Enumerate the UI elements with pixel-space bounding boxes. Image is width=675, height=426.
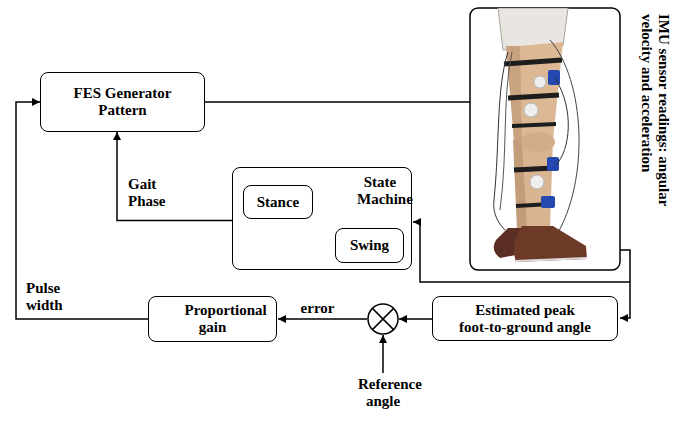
input-label: Reference angle [358,376,408,410]
box-text: FES Generator Pattern [74,85,172,119]
flow-arrow [313,205,345,228]
wire [555,78,568,165]
edge-label: Pulse width [26,280,63,314]
imu-sensor [541,196,555,208]
box-text: Swing [349,237,390,254]
error-line [278,318,367,320]
electrode [530,175,544,189]
box-text: Estimated peak foot-to-ground angle [459,302,591,336]
leg-photo [494,8,587,262]
summing-cross [372,308,393,329]
electrode [534,76,546,88]
box-text: Proportional gain [185,302,241,336]
sensor-line [620,250,630,318]
flow-arrow [117,132,232,221]
stimulation-line [205,101,470,103]
state-machine-box: State MachineStanceSwing [232,167,412,270]
strap [512,124,556,126]
box-heading: State Machine [357,174,403,208]
summing-cross [372,308,393,329]
strap [508,95,559,98]
knee [521,132,555,152]
pattern-generator-box: FES Generator Pattern [40,72,205,132]
flow-arrow [16,102,148,319]
signal-label: error [300,300,335,317]
feedback-line [399,318,432,320]
sensor-label: IMU sensor readings: angular velocity an… [638,14,672,207]
electrode [524,103,538,117]
state-box: Stance [243,185,313,219]
gain-box: Proportional gain [148,296,277,342]
shoe [514,226,587,262]
strap [504,60,562,64]
shoe-sole [516,258,587,261]
wire [550,40,579,236]
flow-arrow [292,219,335,246]
state-box: Swing [335,228,404,263]
sensor-line [413,222,630,282]
summing-junction [368,304,398,334]
estimator-box: Estimated peak foot-to-ground angle [432,296,618,341]
edge-group [16,102,345,319]
box-text: Stance [256,194,300,211]
photo-frame [470,8,620,270]
reference-line [382,335,384,373]
edge-label: Gait Phase [128,176,162,210]
wire [500,52,512,210]
